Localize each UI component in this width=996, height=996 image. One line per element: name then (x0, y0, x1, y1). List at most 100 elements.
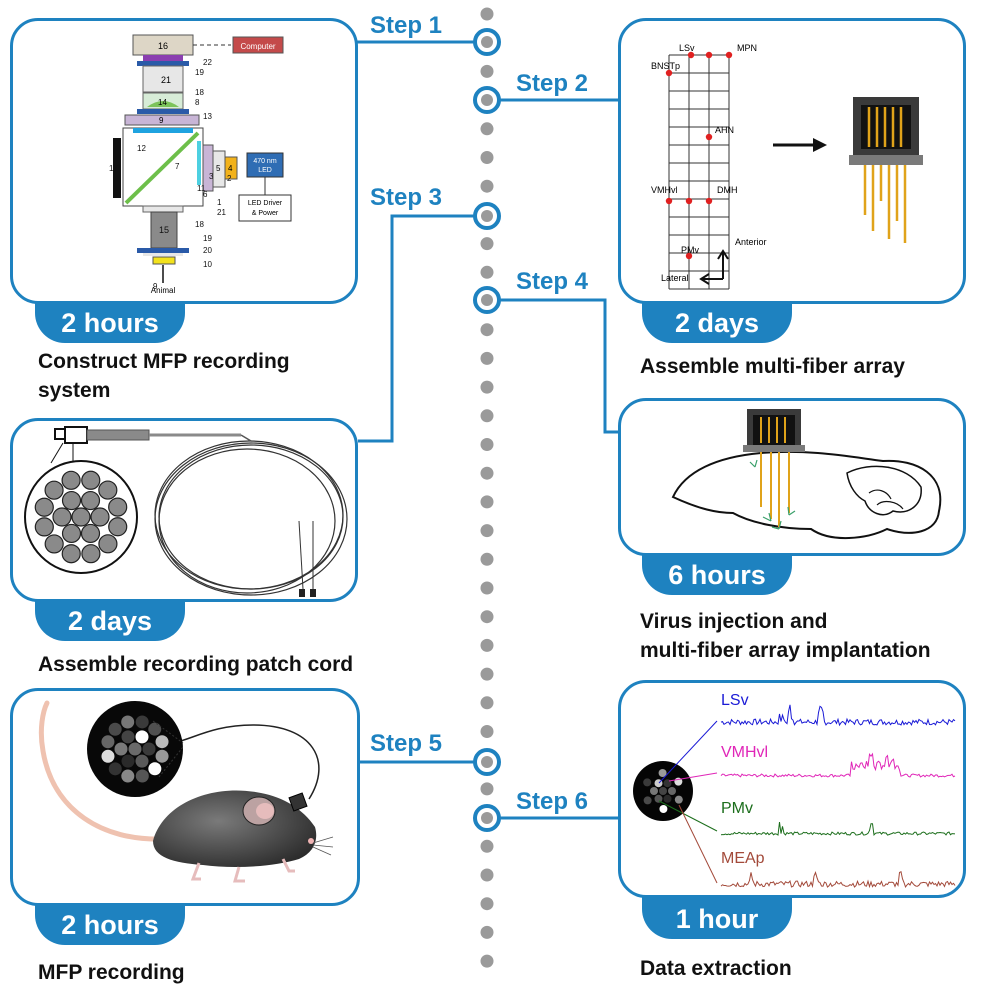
fiber-signal (654, 794, 663, 803)
trace-label: MEAp (721, 850, 765, 867)
patch-cord-diagram (24, 426, 348, 597)
part-number: 17 (109, 164, 118, 173)
led-label-line1: 470 nm (253, 158, 277, 165)
step-node-4 (473, 286, 501, 314)
fiber-signal (114, 742, 128, 756)
caption-step6: Data extraction (640, 957, 792, 980)
card-fiber-array: LSv MPN BNSTp AHN VMHvl DMH PMv Anterior… (618, 18, 966, 304)
timeline-dot (480, 122, 494, 136)
part-number: 8 (195, 98, 200, 107)
region-lsv: LSv (679, 43, 695, 53)
timeline-dot (480, 868, 494, 882)
fiber-signal (155, 735, 169, 749)
fiber-signal (674, 795, 683, 804)
region-bnstp: BNSTp (651, 61, 680, 71)
timeline-dot (480, 925, 494, 939)
timeline-dot (480, 954, 494, 968)
part-number: 9 (153, 282, 158, 291)
card-recording-system: 16 Computer 21 14 9 5 4 (10, 18, 358, 304)
connector-step4 (500, 298, 620, 434)
svg-text:5: 5 (216, 164, 221, 173)
card-patch-cord (10, 418, 358, 602)
part-number: 18 (195, 220, 204, 229)
fiber-signal (659, 804, 668, 813)
part-number: 6 (203, 190, 208, 199)
fiber-core (98, 480, 118, 500)
duration-badge-1: 2 hours (35, 301, 185, 343)
card-implantation (618, 398, 966, 556)
svg-text:4: 4 (228, 164, 233, 173)
fiber-signal (668, 787, 676, 795)
fiber-core (34, 517, 54, 537)
caption-step2: Assemble multi-fiber array (640, 355, 905, 378)
duration-badge-5: 2 hours (35, 903, 185, 945)
timeline-dot (480, 151, 494, 164)
fiber-core (108, 497, 128, 517)
fiber-signal (121, 730, 135, 744)
region-dmh: DMH (717, 185, 738, 195)
fiber-core (44, 534, 64, 554)
fiber-grid-diagram: LSv MPN BNSTp AHN VMHvl DMH PMv Anterior… (651, 43, 923, 290)
card-mfp-recording (10, 688, 360, 906)
timeline-dot (480, 438, 494, 451)
fiber-core (61, 523, 82, 544)
led-label-line2: LED (258, 167, 272, 174)
part-number: 7 (175, 162, 180, 171)
trace-connector (658, 720, 718, 784)
mouse-recording-diagram (38, 700, 334, 883)
fiber-signal (659, 787, 667, 795)
driver-label-line2: & Power (252, 210, 279, 217)
fiber-core (81, 470, 101, 490)
fiber-core (90, 507, 110, 527)
svg-text:21: 21 (161, 75, 171, 85)
computer-label: Computer (240, 42, 275, 51)
part-number: 11 (197, 184, 206, 193)
fiber-signal (658, 769, 667, 778)
fiber-core (34, 497, 54, 517)
region-mpn: MPN (737, 43, 757, 53)
step-node-2 (473, 86, 501, 114)
fiber-core (71, 507, 91, 527)
part-number: 19 (203, 234, 212, 243)
fiber-signal (643, 796, 652, 805)
fiber-core (61, 544, 81, 564)
part-number: 10 (203, 260, 212, 269)
caption-step4-line2: multi-fiber array implantation (640, 639, 931, 662)
duration-badge-6: 1 hour (642, 897, 792, 939)
svg-text:9: 9 (159, 116, 164, 125)
timeline-dot (480, 380, 494, 394)
trace-label: PMv (721, 800, 753, 817)
region-vmhvl: VMHvl (651, 185, 678, 195)
timeline-dot (480, 581, 494, 595)
timeline-dot (480, 351, 494, 365)
part-number: 19 (195, 68, 204, 77)
fiber-signal (135, 730, 149, 744)
fiber-signal (101, 735, 115, 749)
svg-text:16: 16 (158, 41, 168, 51)
fiber-core (98, 534, 118, 554)
fiber-signal (650, 787, 658, 795)
driver-label-line1: LED Driver (248, 200, 283, 207)
step-label-5: Step 5 (370, 730, 443, 757)
step-node-6 (473, 804, 501, 832)
step-node-3 (473, 202, 501, 230)
trace-connector (678, 804, 718, 884)
duration-badge-4: 6 hours (642, 553, 792, 595)
timeline-dot (480, 323, 494, 337)
fiber-signal (135, 715, 149, 729)
part-number: 12 (137, 144, 146, 153)
trace-label: LSv (721, 692, 749, 709)
timeline-dot (480, 7, 494, 21)
signal-trace (720, 752, 956, 778)
fiber-signal (663, 794, 672, 803)
part-number: 1 (217, 198, 222, 207)
timeline-dot (480, 667, 494, 681)
step-node-1 (473, 28, 501, 56)
recording-system-diagram: 16 Computer 21 14 9 5 4 (109, 34, 292, 295)
fiber-signal (142, 742, 156, 756)
brain-implant-diagram (671, 409, 942, 539)
trace-connector (668, 772, 718, 782)
